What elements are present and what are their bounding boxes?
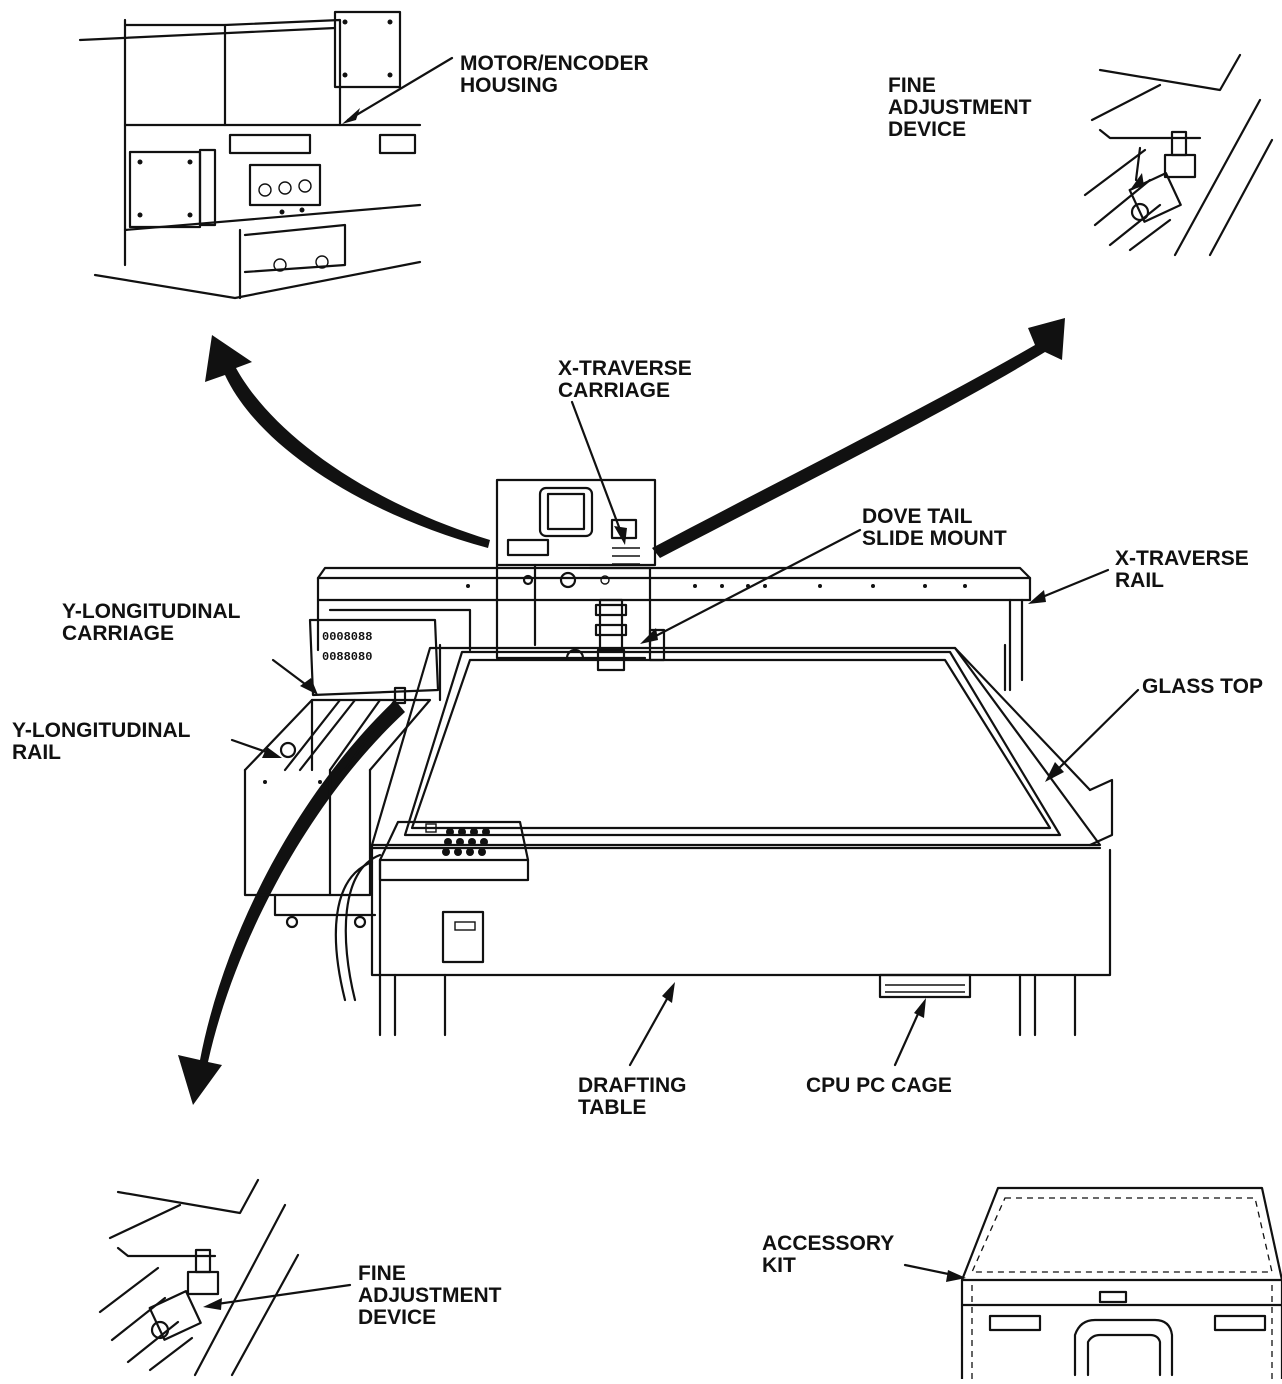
y-longitudinal-carriage-label: Y-LONGITUDINAL CARRIAGE — [62, 600, 246, 645]
dovetail-slide-mount-label: DOVE TAIL SLIDE MOUNT — [862, 505, 1007, 550]
motor-encoder-housing-label: MOTOR/ENCODER HOUSING — [460, 52, 654, 97]
x-traverse-rail-label: X-TRAVERSE RAIL — [1115, 547, 1255, 592]
curved-arrow-top-left — [205, 335, 490, 548]
fine-adjustment-bottom-label: FINE ADJUSTMENT DEVICE — [358, 1262, 507, 1329]
display-row-1: 0008088 — [322, 630, 372, 644]
y-longitudinal-rail-label: Y-LONGITUDINAL RAIL — [12, 719, 196, 764]
cpu-pc-cage-label: CPU PC CAGE — [806, 1074, 952, 1097]
glass-top-label: GLASS TOP — [1142, 675, 1263, 698]
motor-encoder-inset — [78, 10, 454, 300]
fine-adjustment-bottom-inset — [98, 1178, 352, 1377]
fine-adjustment-top-label: FINE ADJUSTMENT DEVICE — [888, 74, 1037, 141]
x-traverse-carriage-label: X-TRAVERSE CARRIAGE — [558, 357, 698, 402]
accessory-kit-case — [903, 1186, 1282, 1381]
drafting-table-label: DRAFTING TABLE — [578, 1074, 692, 1119]
curved-arrow-top-right — [652, 318, 1065, 558]
display-row-2: 0088080 — [322, 650, 372, 664]
drafting-machine: 0008088 0088080 — [230, 400, 1140, 1067]
curved-arrow-bottom-left — [178, 700, 405, 1105]
fine-adjustment-top-inset — [1083, 53, 1274, 257]
accessory-kit-label: ACCESSORY KIT — [762, 1232, 900, 1277]
